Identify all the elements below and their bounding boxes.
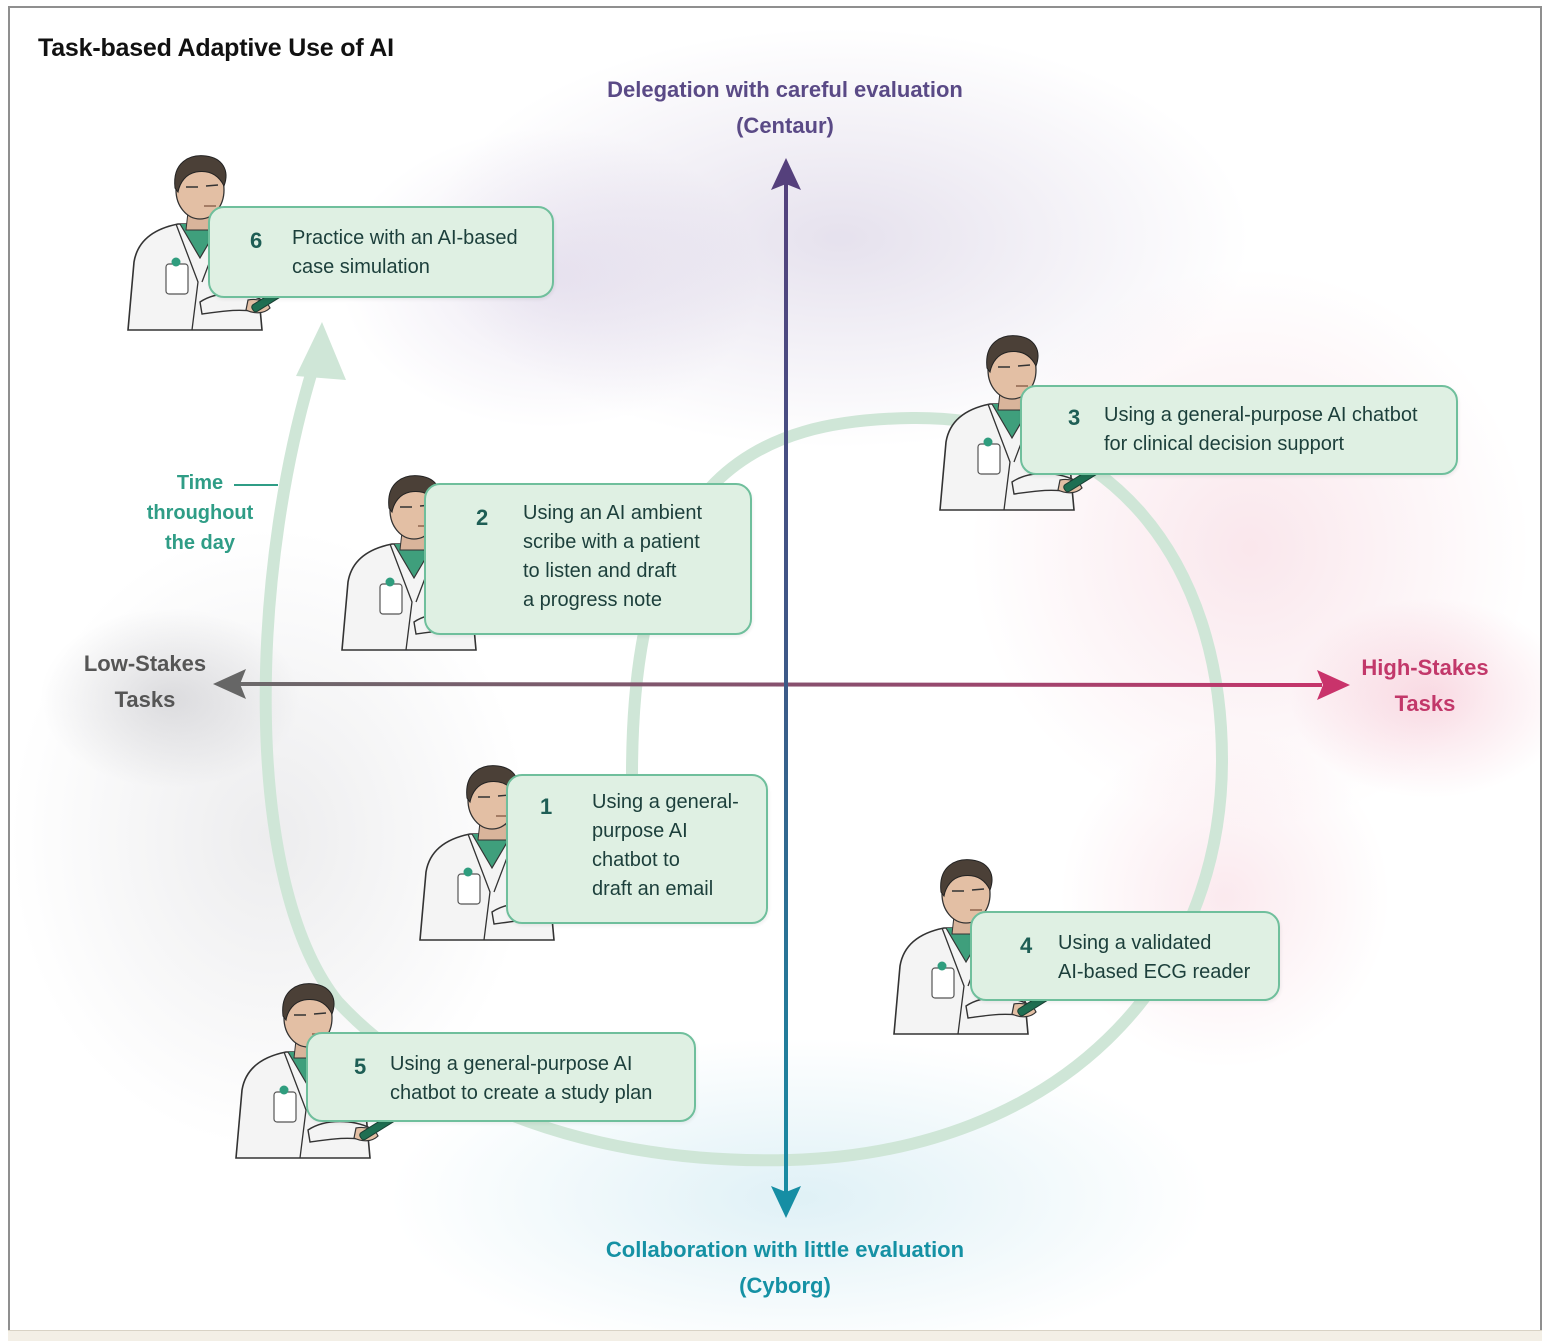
task-number: 3	[1068, 405, 1081, 430]
stakes-axis-left-arrowhead	[213, 669, 246, 699]
task-card-6: 6 Practice with an AI-based case simulat…	[208, 206, 554, 298]
task-text: Practice with an AI-based case simulatio…	[292, 227, 518, 278]
low-stakes-label-glow	[40, 608, 300, 788]
high-stakes-line2: Tasks	[1394, 691, 1456, 716]
task-number: 6	[250, 228, 263, 253]
low-stakes-line2: Tasks	[114, 687, 176, 712]
high-stakes-label-glow	[1290, 598, 1540, 798]
time-label-line1: Time	[176, 472, 224, 494]
task-card-4: 4 Using a validated AI-based ECG reader	[970, 911, 1280, 1001]
task-text: Using a general-purpose AI chatbot for c…	[1104, 404, 1418, 455]
stakes-axis-right-arrowhead	[1317, 670, 1350, 700]
task-text: Using a validated AI-based ECG reader	[1058, 932, 1251, 983]
high-stakes-glow	[970, 268, 1530, 828]
task-card-5: 5 Using a general-purpose AI chatbot to …	[306, 1032, 696, 1122]
centaur-glow	[430, 28, 1250, 448]
stakes-axis	[237, 682, 1323, 687]
task-number: 1	[540, 794, 553, 819]
time-label: Time throughout the day	[125, 468, 275, 558]
cyborg-axis-label: Collaboration with little evaluation (Cy…	[560, 1232, 1010, 1304]
time-label-line2: throughout	[146, 502, 254, 524]
task-card-1: 1 Using a general- purpose AI chatbot to…	[506, 774, 768, 924]
time-label-connector	[234, 484, 278, 486]
centaur-axis-label: Delegation with careful evaluation (Cent…	[560, 72, 1010, 144]
task-number: 2	[476, 505, 489, 530]
task-number: 4	[1020, 933, 1033, 958]
low-stakes-line1: Low-Stakes	[83, 651, 207, 676]
centaur-label-line1: Delegation with careful evaluation	[607, 77, 963, 102]
task-text: Using an AI ambient scribe with a patien…	[523, 502, 702, 611]
cyborg-label-line2: (Cyborg)	[739, 1273, 831, 1298]
task-text: Using a general- purpose AI chatbot to d…	[592, 791, 739, 900]
evaluation-axis-top-arrowhead	[771, 158, 801, 190]
task-number: 5	[354, 1054, 367, 1079]
task-text: Using a general-purpose AI chatbot to cr…	[390, 1053, 653, 1104]
time-path-arrowhead	[296, 322, 346, 380]
time-path	[259, 346, 1229, 1167]
task-card-3: 3 Using a general-purpose AI chatbot for…	[1020, 385, 1458, 475]
high-stakes-line1: High-Stakes	[1361, 655, 1489, 680]
cyborg-label-line1: Collaboration with little evaluation	[605, 1237, 965, 1262]
high-stakes-label: High-Stakes Tasks	[1330, 650, 1520, 722]
bottom-strip	[8, 1330, 1542, 1341]
evaluation-axis-bottom-arrowhead	[771, 1186, 801, 1218]
time-label-line3: the day	[164, 532, 236, 554]
centaur-label-line2: (Centaur)	[736, 113, 834, 138]
figure-title: Task-based Adaptive Use of AI	[38, 34, 394, 62]
low-stakes-label: Low-Stakes Tasks	[60, 646, 230, 718]
task-card-2: 2 Using an AI ambient scribe with a pati…	[424, 483, 752, 635]
